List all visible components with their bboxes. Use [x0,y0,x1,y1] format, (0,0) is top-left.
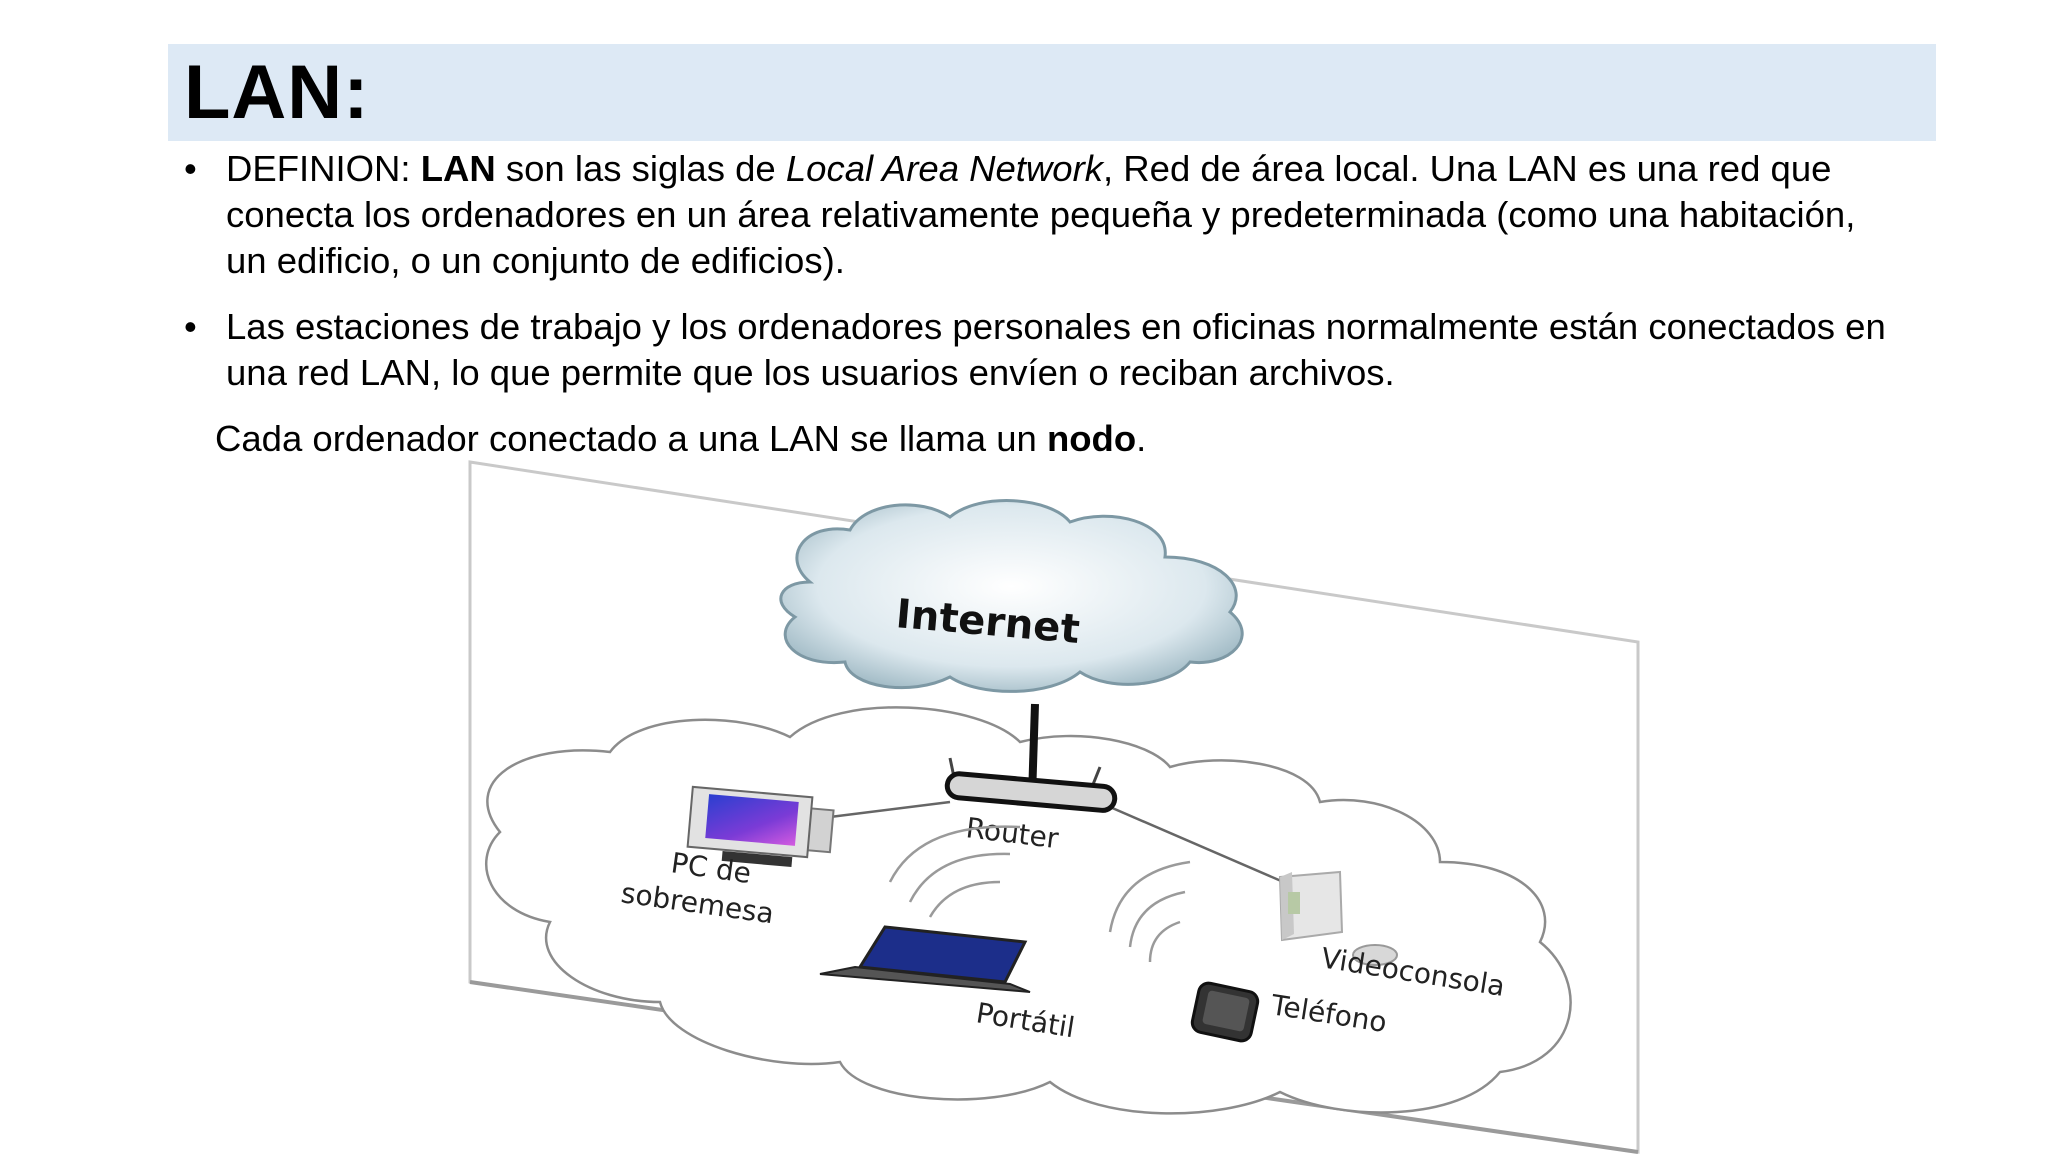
usage-text: Las estaciones de trabajo y los ordenado… [226,306,1886,393]
definition-middle: son las siglas de [495,148,786,189]
bullet-dot: • [184,306,197,347]
node-note: Cada ordenador conectado a una LAN se ll… [215,416,1900,462]
wifi-waves-icon [888,825,1191,963]
node-term: nodo [1046,418,1137,459]
bullet-definition: • DEFINION: LAN son las siglas de Local A… [180,146,1900,284]
bullet-dot: • [184,148,197,189]
lan-diagram: Internet Router PC de sobremesa [460,460,1650,1154]
node-note-end: . [1136,418,1147,459]
title-bar: LAN: [168,44,1936,141]
node-note-text: Cada ordenador conectado a una LAN se ll… [215,418,1047,459]
lan-diagram-svg: Internet Router PC de sobremesa [468,460,1640,1154]
desktop-pc-icon [686,785,835,868]
definition-term: LAN [420,148,496,189]
slide-title: LAN: [184,50,370,135]
internet-cloud: Internet [779,499,1244,693]
definition-prefix: DEFINION: [226,148,421,189]
bullet-usage: • Las estaciones de trabajo y los ordenad… [180,304,1900,396]
definition-expansion: Local Area Network [785,148,1103,189]
slide-body: • DEFINION: LAN son las siglas de Local A… [180,146,1900,462]
definition-rest: , Red de área local. Una LAN es una red … [226,148,1856,281]
